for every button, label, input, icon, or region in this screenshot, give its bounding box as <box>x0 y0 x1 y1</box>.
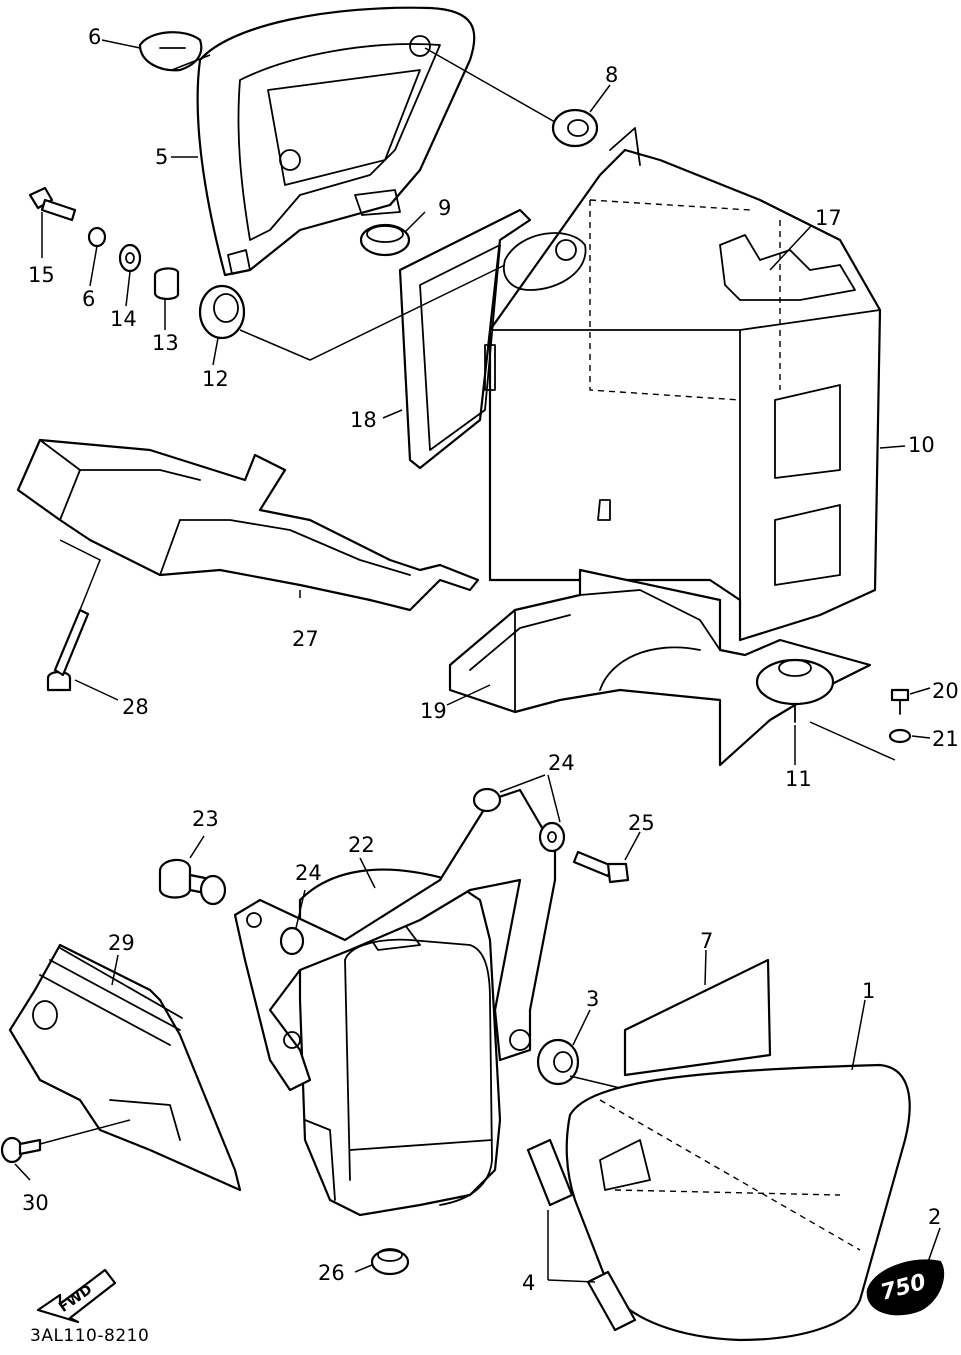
callout-25: 25 <box>628 811 655 835</box>
callout-29: 29 <box>108 931 135 955</box>
part-11-rubber-mount <box>755 658 835 723</box>
callout-24: 24 <box>295 861 322 885</box>
drawing-code: 3AL110-8210 <box>30 1326 149 1346</box>
callout-18: 18 <box>350 408 377 432</box>
part-15-bolt <box>28 186 77 222</box>
callout-6: 6 <box>82 287 95 311</box>
callout-2: 2 <box>928 1205 941 1229</box>
part-29-side-cover <box>8 943 242 1192</box>
part-30-screw <box>0 1136 42 1164</box>
callout-11: 11 <box>785 767 812 791</box>
part-9-grommet <box>359 223 411 257</box>
part-25-bolt <box>572 850 630 884</box>
callout-30: 30 <box>22 1191 49 1215</box>
callout-10: 10 <box>908 433 935 457</box>
part-14-washer <box>118 243 142 273</box>
callout-21: 21 <box>932 727 959 751</box>
part-27-side-bracket <box>16 438 480 612</box>
part-2-emblem: 750 <box>866 1259 945 1316</box>
part-24-washer-a <box>472 787 502 813</box>
part-10-battery-box <box>488 127 882 642</box>
callout-19: 19 <box>420 699 447 723</box>
callout-13: 13 <box>152 331 179 355</box>
callout-3: 3 <box>586 987 599 1011</box>
callout-20: 20 <box>932 679 959 703</box>
callout-28: 28 <box>122 695 149 719</box>
callout-26: 26 <box>318 1261 345 1285</box>
callout-9: 9 <box>438 196 451 220</box>
callout-8: 8 <box>605 63 618 87</box>
callout-4: 4 <box>522 1271 535 1295</box>
part-4-damper-a <box>526 1138 574 1207</box>
callout-14: 14 <box>110 307 137 331</box>
fwd-arrow-icon: FWD <box>36 1268 117 1324</box>
callout-7: 7 <box>700 929 713 953</box>
callout-5: 5 <box>155 145 168 169</box>
part-6-grommet-top <box>138 31 203 72</box>
callout-23: 23 <box>192 807 219 831</box>
part-12-grommet <box>198 284 246 340</box>
callout-24-top: 24 <box>548 751 575 775</box>
part-22-filter-case <box>298 868 502 1217</box>
part-28-screw <box>46 608 90 692</box>
part-24-washer-c <box>279 926 305 956</box>
part-20-bolt <box>890 688 910 715</box>
part-24-washer-b <box>538 821 566 853</box>
callout-15: 15 <box>28 263 55 287</box>
callout-6-top: 6 <box>88 25 101 49</box>
callout-27: 27 <box>292 627 319 651</box>
callout-1: 1 <box>862 979 875 1003</box>
part-5-upper-cover <box>196 6 476 277</box>
part-22-mounting-plate <box>233 788 557 1092</box>
part-21-nut <box>888 728 912 744</box>
part-19-tray <box>448 568 872 767</box>
callout-labels: 6 5 8 9 15 6 14 13 12 17 18 10 27 28 19 … <box>22 25 959 1295</box>
part-18-bracket <box>398 208 532 470</box>
part-23-bolt <box>158 858 227 906</box>
leader-lines <box>14 39 941 1283</box>
part-4-damper-b <box>586 1270 637 1332</box>
callout-12: 12 <box>202 367 229 391</box>
part-7-gasket <box>623 958 772 1077</box>
part-3-grommet <box>536 1038 580 1086</box>
part-26-plug <box>370 1248 410 1276</box>
part-13-collar <box>153 267 180 300</box>
part-8-grommet <box>551 108 599 148</box>
callout-17: 17 <box>815 206 842 230</box>
part-6-washer <box>87 226 107 248</box>
callout-22: 22 <box>348 833 375 857</box>
